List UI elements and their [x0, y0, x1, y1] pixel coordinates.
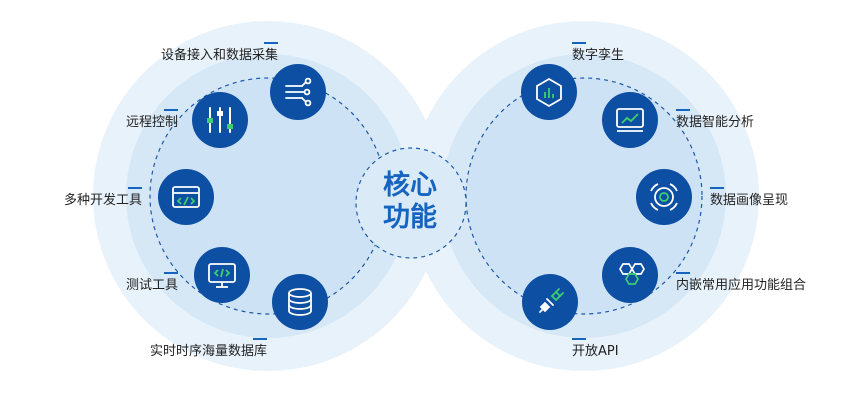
node-remote[interactable]	[192, 92, 248, 148]
label-analysis: 数据智能分析	[676, 109, 754, 131]
label-dash	[164, 109, 178, 111]
center-title: 核心 功能	[355, 170, 465, 234]
node-api[interactable]	[522, 274, 578, 330]
node-embedded[interactable]	[602, 247, 658, 303]
plug-connect-icon	[539, 288, 564, 313]
label-dash	[128, 187, 142, 189]
label-remote: 远程控制	[126, 109, 178, 131]
node-portrait[interactable]	[636, 169, 692, 225]
label-dev-tools: 多种开发工具	[64, 187, 142, 209]
node-test[interactable]	[194, 247, 250, 303]
node-device[interactable]	[270, 64, 326, 120]
node-tsdb[interactable]	[272, 274, 328, 330]
label-test: 测试工具	[126, 272, 178, 294]
label-api: 开放API	[572, 338, 619, 360]
label-dash	[676, 109, 690, 111]
label-dash	[253, 338, 268, 340]
node-analysis[interactable]	[602, 92, 658, 148]
database-icon	[288, 288, 312, 316]
node-twin[interactable]	[521, 64, 577, 120]
node-dev-tools[interactable]	[158, 169, 214, 225]
label-embedded: 内嵌常用应用功能组合	[676, 272, 806, 294]
center-title-line2: 功能	[383, 202, 437, 233]
cube-chart-icon	[536, 77, 562, 108]
radar-target-icon	[650, 183, 678, 211]
center-title-line1: 核心	[383, 170, 437, 201]
equalizer-control-icon	[207, 107, 233, 133]
code-monitor-icon	[208, 263, 236, 288]
label-dash	[264, 42, 278, 44]
label-tsdb: 实时时序海量数据库	[150, 338, 268, 360]
hexagon-cluster-icon	[619, 263, 645, 285]
sliders-network-icon	[285, 77, 312, 107]
label-dash	[676, 272, 690, 274]
label-dash	[164, 272, 178, 274]
label-portrait: 数据画像呈现	[710, 187, 788, 209]
label-twin: 数字孪生	[572, 42, 624, 64]
label-device: 设备接入和数据采集	[161, 42, 278, 64]
trend-chart-icon	[616, 108, 644, 132]
code-window-icon	[172, 186, 200, 208]
center-orbit	[355, 147, 467, 259]
label-dash	[572, 338, 586, 340]
label-dash	[710, 187, 724, 189]
label-dash	[572, 42, 586, 44]
center-circle	[356, 148, 466, 258]
